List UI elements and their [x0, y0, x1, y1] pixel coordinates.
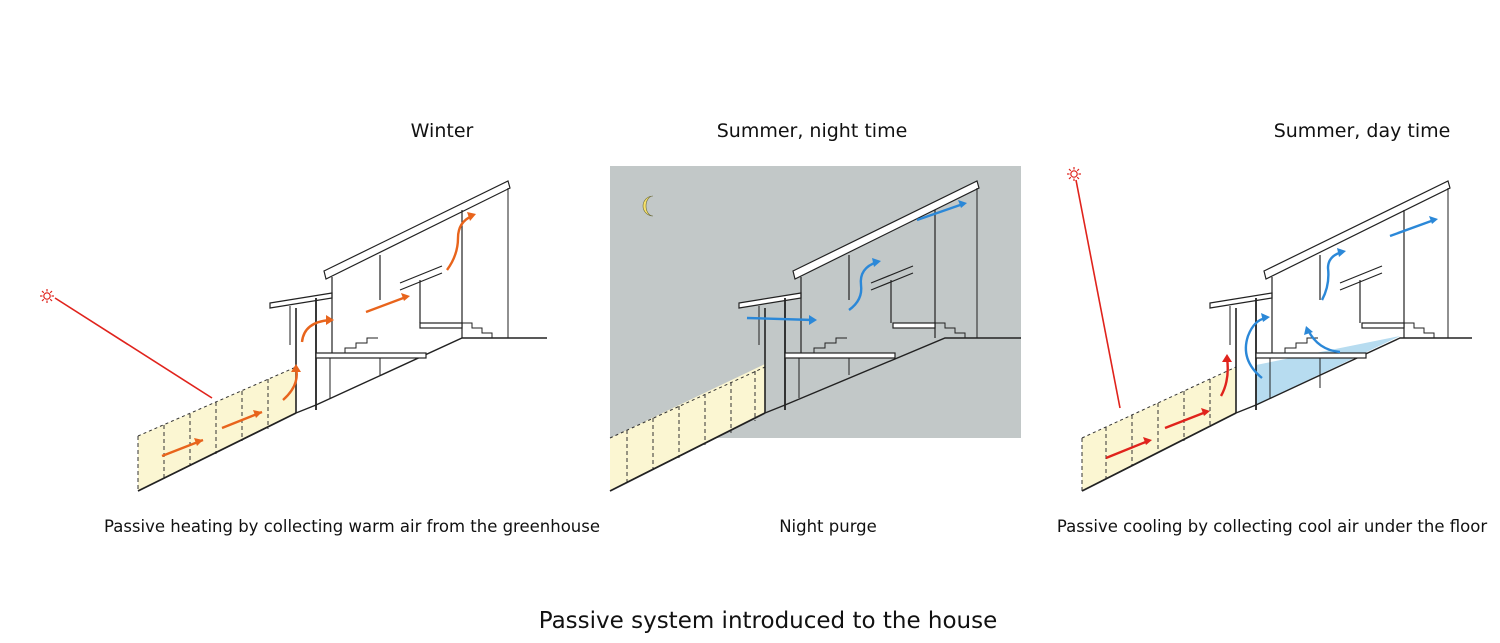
- diagram-summer-day: [1067, 167, 1472, 492]
- panel-title-winter: Winter: [410, 120, 474, 142]
- moon-icon: [642, 195, 654, 217]
- sun-icon: [40, 289, 54, 303]
- panel-title-summer-day: Summer, day time: [1273, 120, 1451, 142]
- house-section: [609, 180, 1021, 492]
- sun-ray: [1075, 179, 1121, 409]
- greenhouse: [1081, 366, 1237, 491]
- caption-summer-night: Night purge: [779, 517, 877, 536]
- diagram-winter: [40, 180, 547, 492]
- hot-air-arrows: [1105, 354, 1232, 460]
- caption-winter: Passive heating by collecting warm air f…: [104, 517, 600, 536]
- cool-air-arrows: [746, 200, 967, 325]
- diagram-summer-night: [609, 166, 1021, 492]
- night-sky: [610, 166, 1021, 438]
- warm-air-arrows: [161, 212, 476, 458]
- sun-icon: [1067, 167, 1081, 181]
- house-section: [1081, 180, 1472, 492]
- house-section: [137, 180, 547, 492]
- sun-ray: [54, 297, 213, 399]
- caption-summer-day: Passive cooling by collecting cool air u…: [1056, 517, 1488, 536]
- panel-title-summer-night: Summer, night time: [716, 120, 908, 142]
- figure-title: Passive system introduced to the house: [538, 608, 998, 634]
- greenhouse: [137, 366, 297, 491]
- cool-air-arrows: [1244, 216, 1438, 379]
- greenhouse: [609, 366, 766, 483]
